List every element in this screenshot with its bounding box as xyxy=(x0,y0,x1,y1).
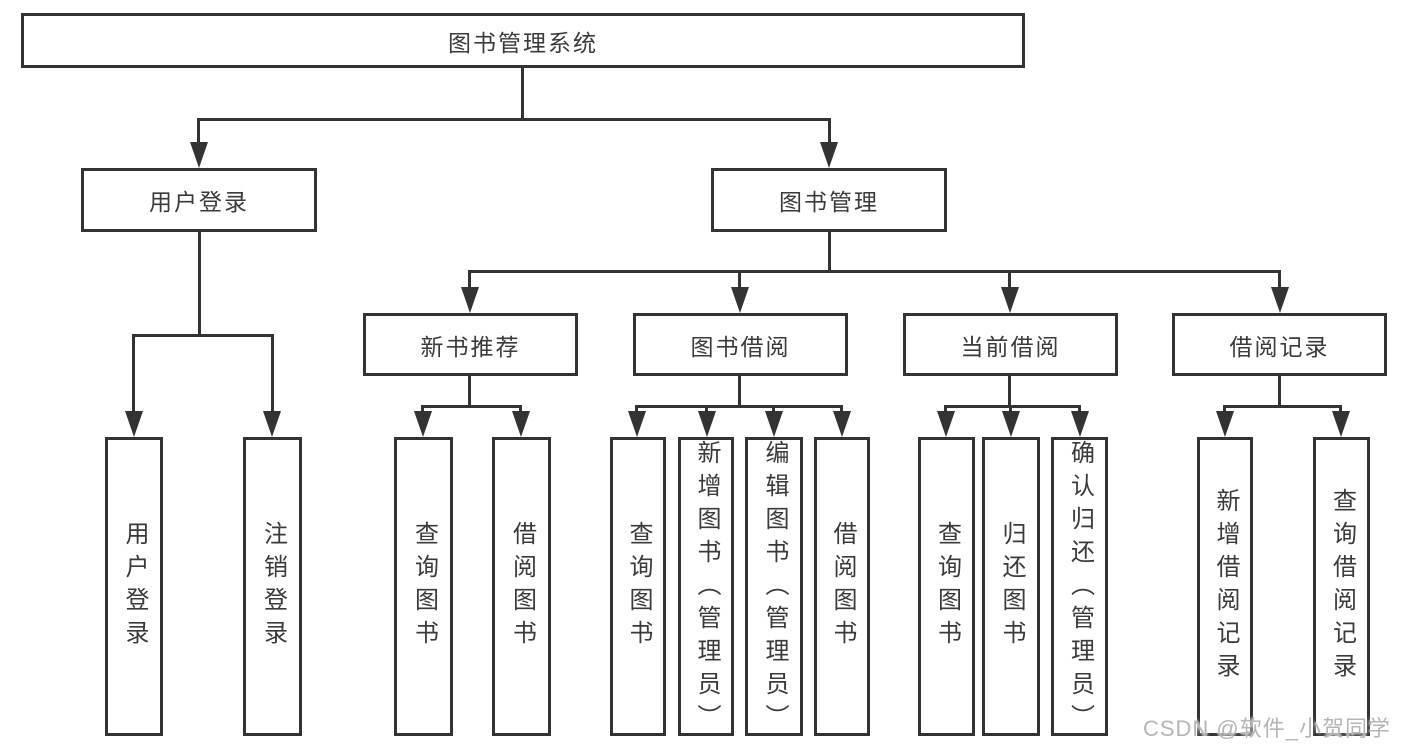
connector-vline xyxy=(468,376,471,405)
connector-vline xyxy=(1278,376,1281,405)
node-current-borrowing: 当前借阅 xyxy=(903,313,1118,376)
node-user-login: 用户登录 xyxy=(81,168,317,232)
arrow-down-icon xyxy=(461,287,479,313)
connector-vline xyxy=(1278,270,1281,290)
connector-vline xyxy=(1223,405,1226,415)
node-new-book-recommendation: 新书推荐 xyxy=(363,313,578,376)
connector-vline xyxy=(271,334,274,414)
connector-vline xyxy=(132,334,135,414)
arrow-down-icon xyxy=(1002,411,1020,437)
connector-hline xyxy=(197,118,831,121)
connector-vline xyxy=(521,68,524,118)
connector-hline xyxy=(1223,405,1342,408)
node-label: 用户登录 xyxy=(149,189,249,215)
node-label: 图书管理 xyxy=(779,189,879,215)
leaf-label: 新增借阅记录 xyxy=(1212,487,1239,686)
node-label: 图书借阅 xyxy=(690,333,791,360)
arrow-down-icon xyxy=(263,411,281,437)
connector-vline xyxy=(1078,405,1081,415)
connector-vline xyxy=(944,405,947,415)
connector-hline xyxy=(635,405,843,408)
arrow-down-icon xyxy=(1271,287,1289,313)
leaf-label: 查询借阅记录 xyxy=(1328,487,1356,686)
leaf-label: 查询图书 xyxy=(933,520,961,653)
arrow-down-icon xyxy=(1071,411,1089,437)
connector-vline xyxy=(198,232,201,334)
leaf-return-books: 归还图书 xyxy=(982,437,1040,736)
leaf-add-borrow-record: 新增借阅记录 xyxy=(1197,437,1253,736)
watermark: CSDN @软件_小贺同学 xyxy=(1142,716,1391,741)
leaf-query-borrow-record: 查询借阅记录 xyxy=(1313,437,1370,736)
leaf-label: 确认归还（管理员） xyxy=(1066,440,1094,737)
leaf-label: 编辑图书（管理员） xyxy=(761,440,788,737)
connector-vline xyxy=(705,405,708,415)
leaf-edit-book-admin: 编辑图书（管理员） xyxy=(745,437,803,737)
arrow-down-icon xyxy=(820,142,838,168)
arrow-down-icon xyxy=(190,142,208,168)
arrow-down-icon xyxy=(731,287,749,313)
node-label: 借阅记录 xyxy=(1229,333,1330,360)
connector-vline xyxy=(468,270,471,290)
leaf-label: 查询图书 xyxy=(410,520,438,653)
connector-hline xyxy=(132,334,274,337)
leaf-add-book-admin: 新增图书（管理员） xyxy=(678,437,734,737)
connector-vline xyxy=(1008,376,1011,405)
leaf-label: 借阅图书 xyxy=(829,520,856,653)
arrow-down-icon xyxy=(833,411,851,437)
leaf-borrow-books-borrow: 借阅图书 xyxy=(814,437,870,736)
leaf-label: 借阅图书 xyxy=(508,520,536,653)
connector-vline xyxy=(828,118,831,145)
arrow-down-icon xyxy=(765,411,783,437)
node-borrowing-records: 借阅记录 xyxy=(1172,313,1387,376)
connector-vline xyxy=(840,405,843,415)
arrow-down-icon xyxy=(125,411,143,437)
connector-vline xyxy=(1339,405,1342,415)
node-label: 当前借阅 xyxy=(960,333,1061,360)
connector-vline xyxy=(1008,270,1011,290)
arrow-down-icon xyxy=(698,411,716,437)
node-book-borrowing: 图书借阅 xyxy=(633,313,848,376)
arrow-down-icon xyxy=(1332,411,1350,437)
arrow-down-icon xyxy=(628,411,646,437)
arrow-down-icon xyxy=(414,411,432,437)
connector-vline xyxy=(421,405,424,415)
leaf-label: 注销登录 xyxy=(259,520,287,653)
connector-hline xyxy=(944,405,1081,408)
leaf-query-books-newbook: 查询图书 xyxy=(394,437,453,736)
arrow-down-icon xyxy=(1216,411,1234,437)
connector-vline xyxy=(738,376,741,405)
connector-hline xyxy=(421,405,522,408)
leaf-query-books-borrow: 查询图书 xyxy=(610,437,666,736)
leaf-label: 新增图书（管理员） xyxy=(693,440,720,737)
leaf-logout: 注销登录 xyxy=(243,437,302,736)
leaf-label: 归还图书 xyxy=(998,520,1025,653)
leaf-borrow-books-newbook: 借阅图书 xyxy=(492,437,551,736)
arrow-down-icon xyxy=(937,411,955,437)
leaf-user-login: 用户登录 xyxy=(105,437,163,736)
connector-vline xyxy=(635,405,638,415)
node-library-management-system: 图书管理系统 xyxy=(21,13,1025,68)
node-label: 新书推荐 xyxy=(420,333,521,360)
connector-vline xyxy=(772,405,775,415)
connector-vline xyxy=(197,118,200,145)
leaf-query-books-current: 查询图书 xyxy=(918,437,975,736)
connector-hline xyxy=(468,270,1281,273)
connector-vline xyxy=(519,405,522,415)
connector-vline xyxy=(828,232,831,270)
leaf-label: 查询图书 xyxy=(625,520,652,653)
arrow-down-icon xyxy=(1001,287,1019,313)
leaf-label: 用户登录 xyxy=(121,520,148,653)
connector-vline xyxy=(738,270,741,290)
node-label: 图书管理系统 xyxy=(448,29,598,56)
node-book-management: 图书管理 xyxy=(711,168,947,232)
arrow-down-icon xyxy=(512,411,530,437)
connector-vline xyxy=(1009,405,1012,415)
leaf-confirm-return-admin: 确认归还（管理员） xyxy=(1051,437,1108,737)
